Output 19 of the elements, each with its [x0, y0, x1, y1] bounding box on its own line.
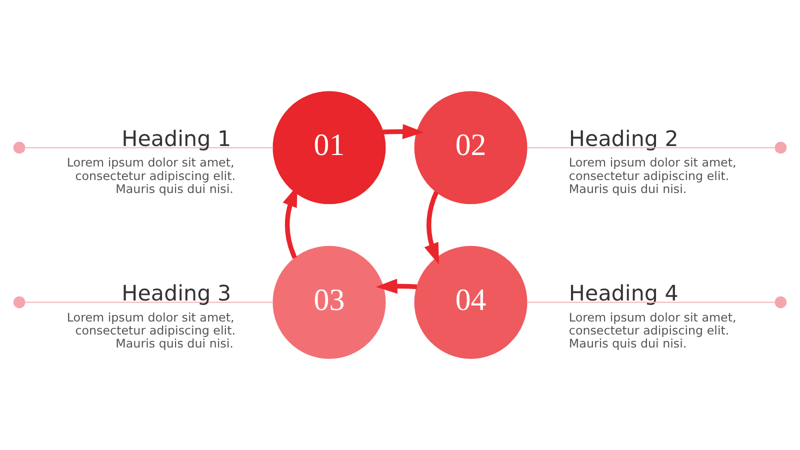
node-circle: 03	[272, 246, 386, 359]
node-text: Heading 3 Lorem ipsum dolor sit amet, consectetur adipiscing elit. Mauris quis dui nisi.	[66, 281, 236, 351]
node-circle: 04	[414, 246, 528, 359]
connector	[526, 147, 776, 148]
connector	[526, 302, 776, 303]
connector	[24, 147, 274, 148]
arrow	[382, 124, 424, 140]
node-text: Heading 1 Lorem ipsum dolor sit amet, consectetur adipiscing elit. Mauris quis dui nisi.	[66, 126, 236, 196]
node-text: Heading 2 Lorem ipsum dolor sit amet, consectetur adipiscing elit. Mauris quis dui nisi.	[568, 126, 736, 196]
node-circle	[13, 296, 26, 308]
node-circle: 02	[414, 91, 528, 204]
node-circle	[13, 142, 26, 154]
node-circle	[774, 142, 787, 154]
node-text: Heading 4 Lorem ipsum dolor sit amet, consectetur adipiscing elit. Mauris quis dui nisi.	[568, 281, 736, 351]
node-circle: 01	[272, 91, 386, 204]
connector	[24, 302, 274, 303]
node-circle	[774, 296, 787, 308]
arrow	[376, 278, 417, 294]
arrow	[424, 191, 440, 265]
